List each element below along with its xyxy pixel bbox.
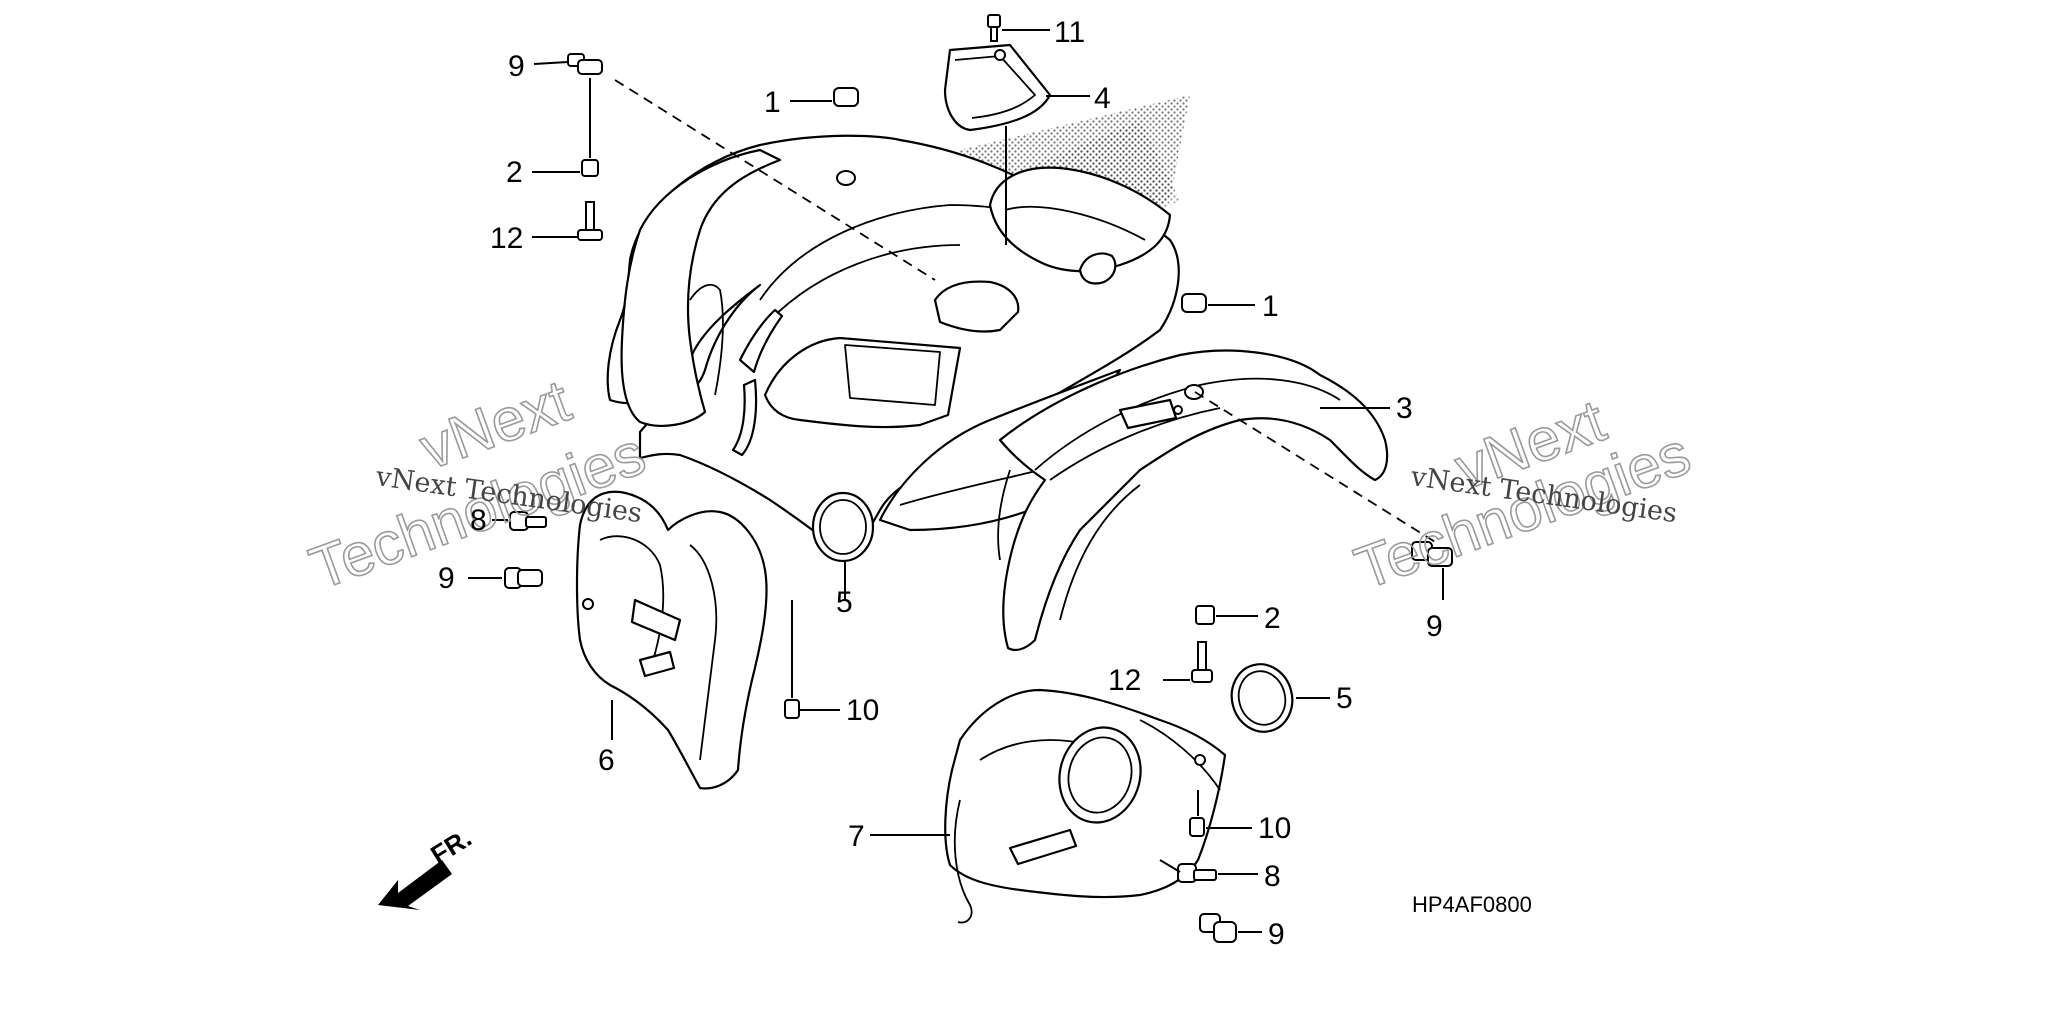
callout-9: 9 bbox=[438, 562, 455, 595]
front-fender bbox=[606, 134, 1180, 552]
front-direction-arrow: FR. bbox=[378, 822, 477, 910]
callout-4: 4 bbox=[1094, 82, 1111, 115]
callout-12: 12 bbox=[1108, 664, 1141, 697]
callout-5: 5 bbox=[836, 586, 853, 619]
callout-labels: 9 2 12 1 11 4 1 3 8 9 9 5 2 12 5 10 6 7 … bbox=[438, 16, 1443, 951]
callout-8: 8 bbox=[1264, 860, 1281, 893]
callout-3: 3 bbox=[1396, 392, 1413, 425]
front-label: FR. bbox=[425, 822, 476, 870]
callout-2: 2 bbox=[1264, 602, 1281, 635]
callout-2: 2 bbox=[506, 156, 523, 189]
leader-lines bbox=[468, 29, 1444, 933]
callout-9: 9 bbox=[1268, 918, 1285, 951]
callout-8: 8 bbox=[470, 504, 487, 537]
hardware-fasteners bbox=[504, 14, 1453, 943]
callout-9: 9 bbox=[1426, 610, 1443, 643]
callout-1: 1 bbox=[1262, 290, 1279, 323]
right-inner-panel bbox=[944, 688, 1227, 924]
figure-code: HP4AF0800 bbox=[1412, 892, 1532, 917]
rear-fender bbox=[997, 349, 1389, 651]
callout-1: 1 bbox=[764, 86, 781, 119]
callout-5: 5 bbox=[1336, 682, 1353, 715]
callout-10: 10 bbox=[1258, 812, 1291, 845]
callout-10: 10 bbox=[846, 694, 879, 727]
callout-12: 12 bbox=[490, 222, 523, 255]
grommet-rings bbox=[811, 491, 1294, 733]
callout-6: 6 bbox=[598, 744, 615, 777]
cover-lid bbox=[943, 43, 1052, 132]
callout-7: 7 bbox=[848, 820, 865, 853]
callout-9: 9 bbox=[508, 50, 525, 83]
callout-11: 11 bbox=[1054, 16, 1085, 49]
mounting-lines bbox=[614, 79, 1441, 546]
left-inner-panel bbox=[575, 490, 768, 790]
